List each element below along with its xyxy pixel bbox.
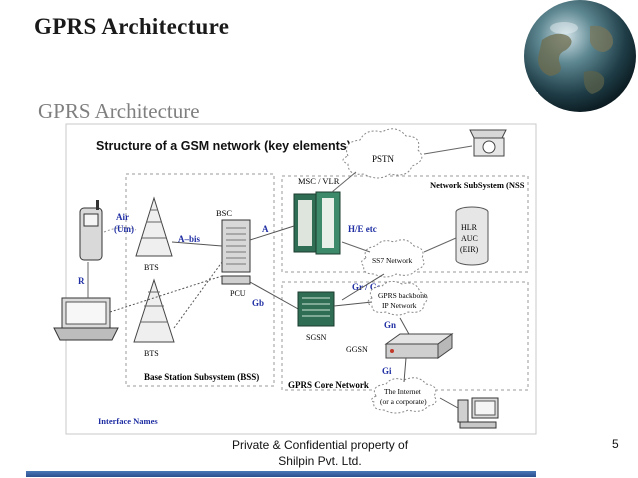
footer-line-2: Shilpin Pvt. Ltd. (278, 454, 362, 468)
hlr-label: HLR (461, 223, 478, 232)
gprs-backbone-line1: GPRS backbone (378, 291, 428, 300)
nss-label: Network SubSystem (NSS (430, 180, 525, 190)
gprs-backbone-cloud: GPRS backbone IP Network (367, 280, 428, 316)
gn-interface-label: Gn (384, 320, 396, 330)
gb-interface-label: Gb (252, 298, 264, 308)
laptop-icon (53, 297, 119, 341)
globe-image (524, 0, 636, 112)
um-interface-label: (Um) (114, 224, 134, 234)
grgs-interface-label: Gr / Gs (352, 282, 381, 292)
a-interface-label: A (262, 224, 269, 234)
bts2-label: BTS (144, 349, 159, 358)
gprs-backbone-line2: IP Network (382, 301, 417, 310)
pcu-equipment (221, 275, 251, 285)
slide-title: GPRS Architecture (34, 14, 230, 39)
bss-label: Base Station Subsystem (BSS) (144, 372, 259, 382)
ss7-label: SS7 Network (372, 256, 412, 265)
abis-interface-label: A–bis (178, 234, 201, 244)
interface-names-label: Interface Names (98, 416, 158, 426)
ggsn-label: GGSN (346, 345, 368, 354)
he-interface-label: H/E etc (348, 224, 377, 234)
footer-bar (26, 471, 536, 477)
pstn-label: PSTN (372, 154, 395, 164)
msc-vlr-equipment (293, 191, 341, 255)
diagram-heading: Structure of a GSM network (key elements… (96, 139, 351, 153)
bts-tower-1 (135, 196, 173, 257)
telephone-icon (469, 129, 507, 157)
eir-label: (EIR) (460, 245, 479, 254)
ss7-cloud: SS7 Network (360, 239, 425, 278)
embedded-title: GPRS Architecture (38, 99, 200, 123)
pcu-label: PCU (230, 289, 246, 298)
hlr-database: HLR AUC (EIR) (455, 206, 489, 266)
bsc-equipment (221, 219, 251, 273)
bss-region (125, 173, 275, 387)
auc-label: AUC (461, 234, 478, 243)
gsm-network-diagram: GPRS Architecture Structure of a GSM net… (26, 92, 538, 438)
ggsn-router (384, 333, 454, 359)
footer-text: Private & Confidential property of Shilp… (225, 437, 415, 469)
internet-line1: The Internet (384, 387, 422, 396)
bsc-label: BSC (216, 208, 232, 218)
sgsn-label: SGSN (306, 333, 327, 342)
bts1-label: BTS (144, 263, 159, 272)
desktop-computer-icon (457, 397, 499, 429)
page-number: 5 (612, 437, 619, 451)
sgsn-equipment (297, 291, 335, 327)
internet-line2: (or a corporate) (380, 397, 427, 406)
pstn-cloud: PSTN (342, 128, 423, 179)
gprs-core-label: GPRS Core Network (288, 380, 369, 390)
msc-vlr-label: MSC / VLR (298, 176, 340, 186)
gi-interface-label: Gi (382, 366, 392, 376)
air-interface-label: Air (116, 212, 129, 222)
footer-line-1: Private & Confidential property of (231, 438, 409, 452)
internet-cloud: The Internet (or a corporate) (370, 377, 437, 414)
mobile-phone-icon (79, 200, 103, 261)
bts-tower-2 (133, 278, 175, 343)
r-interface-label: R (78, 276, 85, 286)
